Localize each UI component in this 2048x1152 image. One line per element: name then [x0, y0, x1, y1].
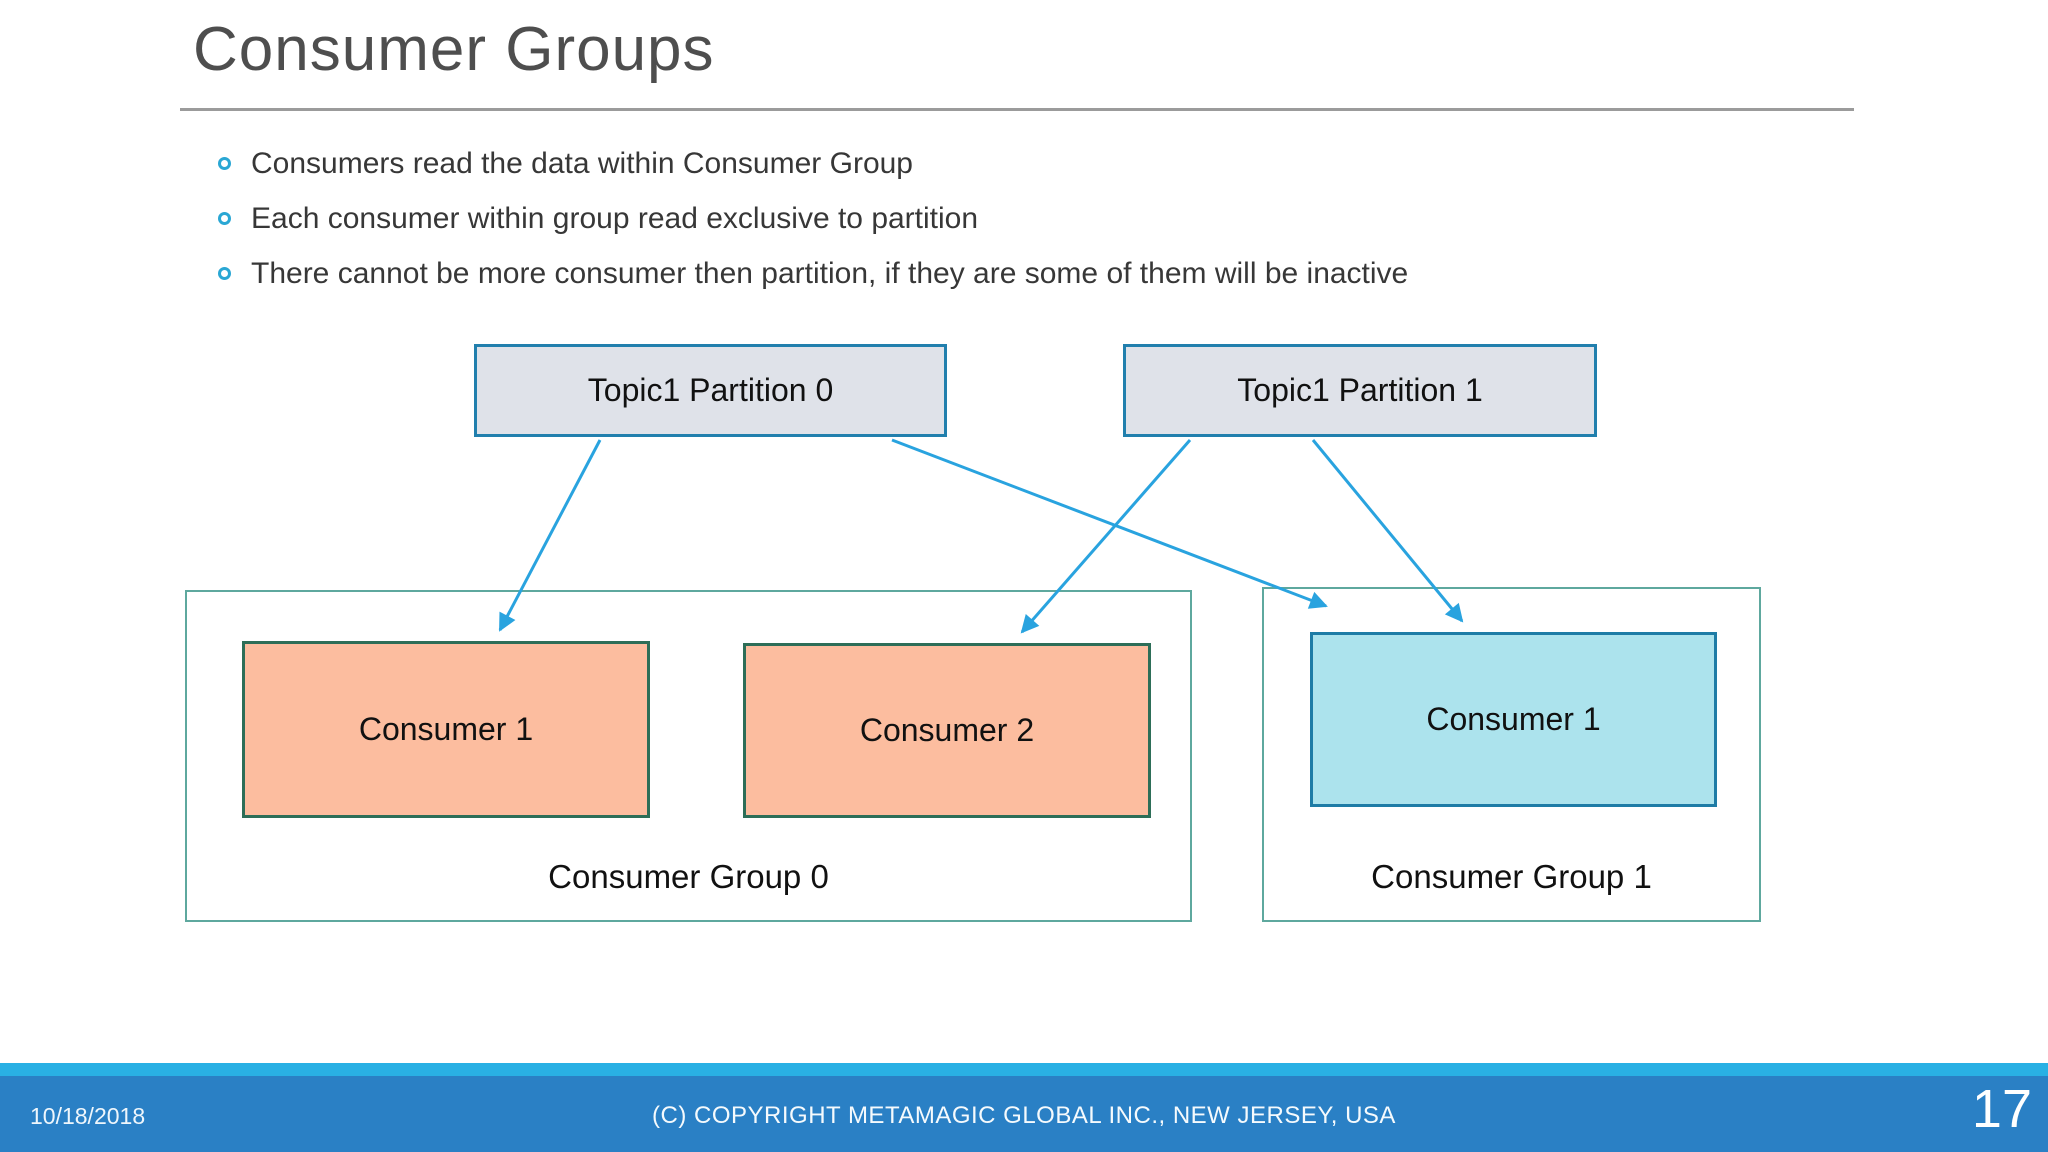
- consumer-label: Consumer 1: [1426, 701, 1601, 737]
- consumer-group-1-label: Consumer Group 1: [1371, 858, 1652, 895]
- topic1-partition-0-box: Topic1 Partition 0: [474, 344, 947, 437]
- bullet-circle-icon: [218, 267, 231, 280]
- footer-accent-strip: [0, 1063, 2048, 1076]
- topic1-partition-1-box: Topic1 Partition 1: [1123, 344, 1597, 437]
- bullet-item: Each consumer within group read exclusiv…: [218, 191, 1408, 246]
- footer-date: 10/18/2018: [30, 1103, 146, 1129]
- consumer-group-0-label: Consumer Group 0: [548, 858, 829, 895]
- consumer-label: Consumer 2: [859, 712, 1035, 748]
- bullet-circle-icon: [218, 157, 231, 170]
- group1-consumer-1-box: Consumer 1: [1310, 632, 1717, 807]
- bullet-text: Consumers read the data within Consumer …: [251, 146, 913, 180]
- consumer-label: Consumer 1: [358, 711, 534, 747]
- group0-consumer-1-box: Consumer 1: [242, 641, 650, 818]
- bullet-item: Consumers read the data within Consumer …: [218, 136, 1408, 191]
- bullet-circle-icon: [218, 212, 231, 225]
- title-divider: [180, 108, 1854, 111]
- partition-label: Topic1 Partition 0: [587, 372, 834, 408]
- footer-copyright: (C) COPYRIGHT METAMAGIC GLOBAL INC., NEW…: [652, 1102, 1396, 1129]
- page-number: 17: [1971, 1079, 2032, 1139]
- bullet-item: There cannot be more consumer then parti…: [218, 246, 1408, 301]
- group0-consumer-2-box: Consumer 2: [743, 643, 1151, 818]
- page-title: Consumer Groups: [193, 15, 715, 84]
- footer-bar: [0, 1076, 2048, 1152]
- arrow-p0-to-g1: [891, 438, 1328, 609]
- bullet-list: Consumers read the data within Consumer …: [218, 136, 1408, 301]
- bullet-text: There cannot be more consumer then parti…: [251, 256, 1409, 290]
- bullet-text: Each consumer within group read exclusiv…: [251, 201, 979, 235]
- partition-label: Topic1 Partition 1: [1237, 372, 1483, 408]
